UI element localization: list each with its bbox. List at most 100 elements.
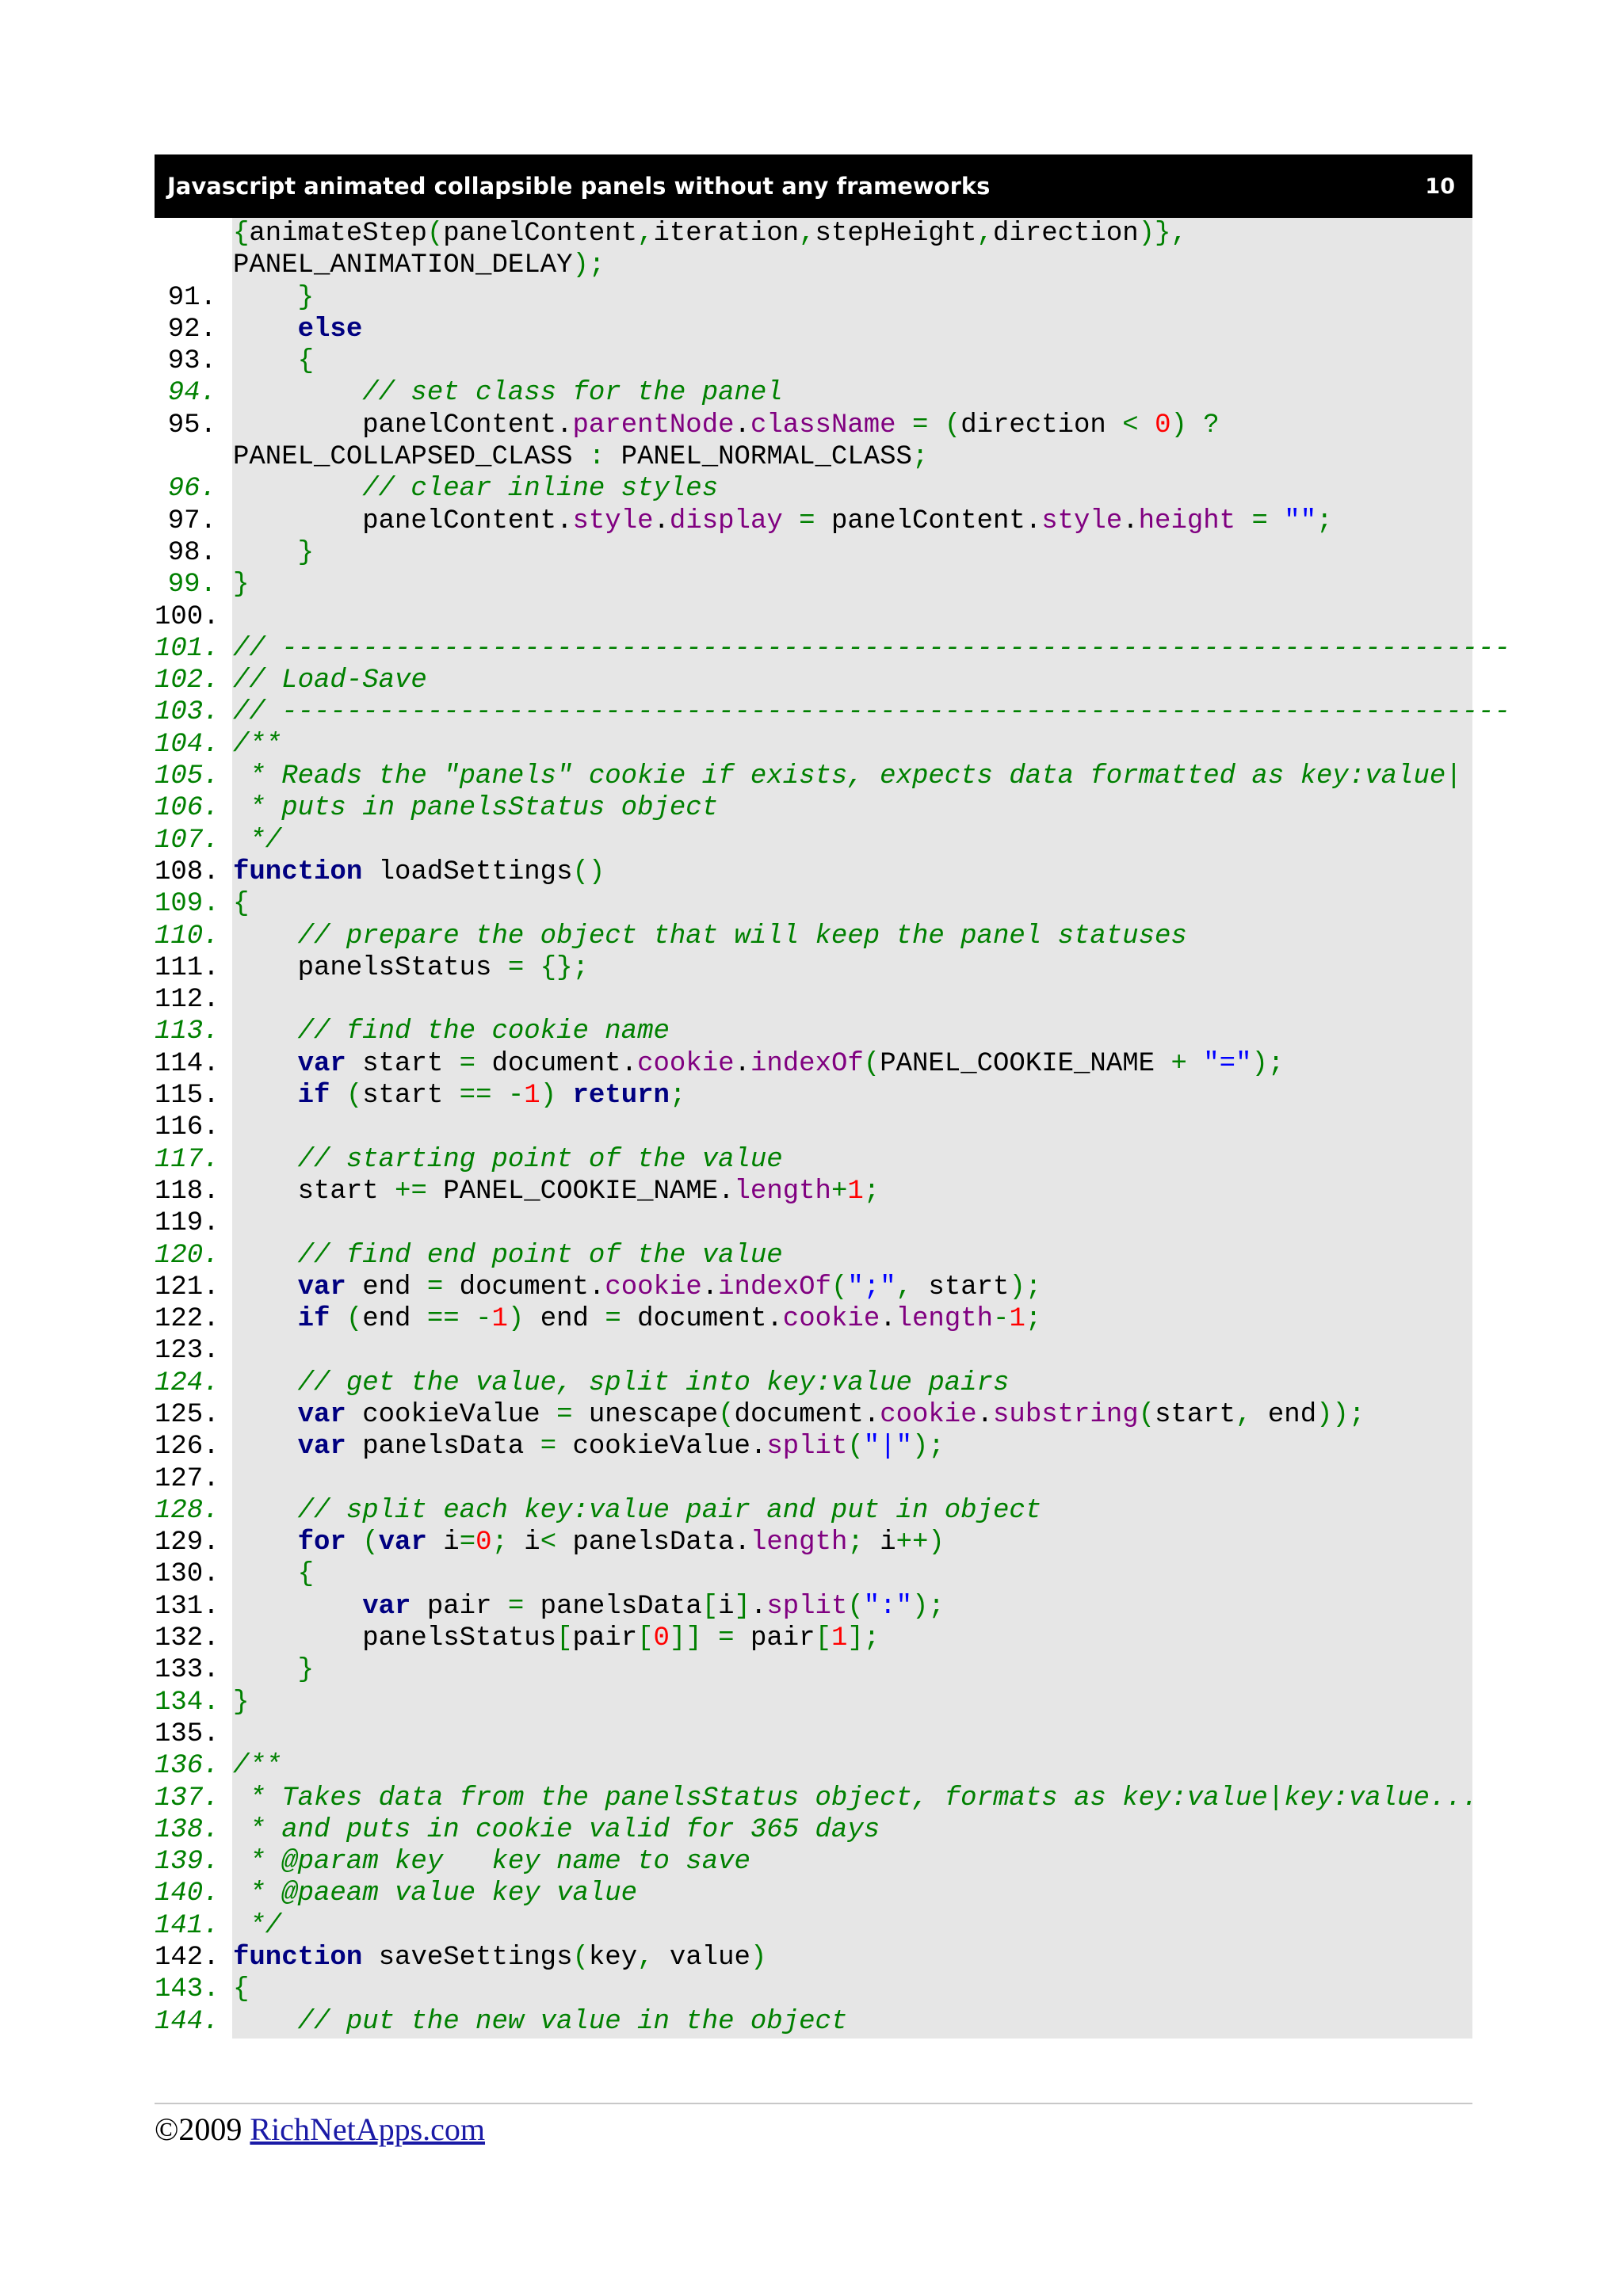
code-line: 122. if (end == -1) end = document.cooki… xyxy=(155,1303,1472,1335)
line-number: 142. xyxy=(155,1943,220,1974)
code-text: // clear inline styles xyxy=(233,474,719,505)
code-line: 104./** xyxy=(155,729,1472,761)
code-text: */ xyxy=(233,825,282,856)
code-text: PANEL_ANIMATION_DELAY); xyxy=(233,250,605,281)
code-line: 117. // starting point of the value xyxy=(155,1144,1472,1176)
code-text: { xyxy=(233,889,250,920)
line-number: 126. xyxy=(155,1432,220,1463)
code-text: // find the cookie name xyxy=(233,1016,670,1047)
code-line: 130. { xyxy=(155,1558,1472,1590)
line-number: 116. xyxy=(155,1112,220,1143)
line-number: 132. xyxy=(155,1623,220,1654)
line-number: 109. xyxy=(155,889,220,920)
code-line: 133. } xyxy=(155,1654,1472,1686)
line-number: 120. xyxy=(155,1240,220,1271)
line-number: 107. xyxy=(155,825,220,856)
line-number: 93. xyxy=(167,346,216,377)
line-number: 114. xyxy=(155,1048,220,1079)
code-text: } xyxy=(297,1655,315,1686)
code-text: var cookieValue = unescape(document.cook… xyxy=(297,1399,1365,1430)
line-number: 113. xyxy=(155,1016,220,1047)
code-text: else xyxy=(297,314,363,345)
line-number: 99. xyxy=(167,570,216,601)
line-number: 100. xyxy=(155,601,220,632)
code-line: 132. panelsStatus[pair[0]] = pair[1]; xyxy=(155,1623,1472,1654)
page-footer: ©2009 RichNetApps.com xyxy=(155,2111,485,2148)
code-text: // set class for the panel xyxy=(233,378,783,409)
line-number: 127. xyxy=(155,1463,220,1494)
code-text: var start = document.cookie.indexOf(PANE… xyxy=(297,1048,1285,1079)
code-text: } xyxy=(233,1687,250,1718)
code-line: 97. panelContent.style.display = panelCo… xyxy=(155,505,1472,537)
code-text: panelsStatus = {}; xyxy=(233,952,589,983)
code-text: var pair = panelsData[i].split(":"); xyxy=(362,1591,945,1622)
line-number: 128. xyxy=(155,1495,220,1526)
code-line: 136./** xyxy=(155,1750,1472,1782)
code-line: 128. // split each key:value pair and pu… xyxy=(155,1495,1472,1527)
line-number: 136. xyxy=(155,1751,220,1782)
code-line: 94. // set class for the panel xyxy=(155,377,1472,409)
code-line: 115. if (start == -1) return; xyxy=(155,1080,1472,1112)
code-line: 141. */ xyxy=(155,1910,1472,1942)
code-line: 127. xyxy=(155,1463,1472,1495)
line-number: 119. xyxy=(155,1208,220,1239)
code-line: 118. start += PANEL_COOKIE_NAME.length+1… xyxy=(155,1176,1472,1207)
code-text: // Load-Save xyxy=(233,666,427,696)
website-link[interactable]: RichNetApps.com xyxy=(250,2111,486,2147)
code-line: 106. * puts in panelsStatus object xyxy=(155,792,1472,824)
line-number: 138. xyxy=(155,1814,220,1845)
line-number: 106. xyxy=(155,793,220,824)
code-text: // -------------------------------------… xyxy=(233,633,1510,664)
line-number: 104. xyxy=(155,729,220,760)
code-line: 119. xyxy=(155,1207,1472,1239)
footer-divider xyxy=(155,2103,1472,2104)
code-line: 109. { xyxy=(155,888,1472,920)
line-number: 122. xyxy=(155,1304,220,1335)
code-text: var panelsData = cookieValue.split("|"); xyxy=(297,1432,945,1463)
line-number: 133. xyxy=(155,1655,220,1686)
code-text: for (var i=0; i< panelsData.length; i++) xyxy=(297,1527,945,1558)
line-number: 117. xyxy=(155,1144,220,1175)
code-line: 99.} xyxy=(155,569,1472,601)
code-line: 139. * @param key key name to save xyxy=(155,1846,1472,1878)
line-number: 125. xyxy=(155,1399,220,1430)
line-number: 102. xyxy=(155,666,220,696)
code-text: var end = document.cookie.indexOf(";", s… xyxy=(297,1272,1042,1302)
page-number: 10 xyxy=(1425,174,1455,199)
code-line: 142.function saveSettings(key, value) xyxy=(155,1942,1472,1974)
code-line: 95. panelContent.parentNode.className = … xyxy=(155,410,1472,441)
line-number: 139. xyxy=(155,1847,220,1878)
code-line: 92. else xyxy=(155,314,1472,345)
line-number: 105. xyxy=(155,761,220,792)
code-line: 138. * and puts in cookie valid for 365 … xyxy=(155,1814,1472,1846)
code-text: if (start == -1) return; xyxy=(297,1081,686,1112)
code-line: 143. { xyxy=(155,1974,1472,2005)
code-line: 129. for (var i=0; i< panelsData.length;… xyxy=(155,1527,1472,1558)
code-line: 96. // clear inline styles xyxy=(155,473,1472,505)
code-line: 101. // ---------------------------------… xyxy=(155,633,1510,665)
code-text: { xyxy=(233,1974,250,2005)
code-text: // prepare the object that will keep the… xyxy=(233,921,1187,952)
code-line: 124. // get the value, split into key:va… xyxy=(155,1367,1472,1399)
line-number: 101. xyxy=(155,633,220,664)
page-header: Javascript animated collapsible panels w… xyxy=(155,154,1472,218)
code-text: { xyxy=(297,346,315,377)
code-line: 137. * Takes data from the panelsStatus … xyxy=(155,1783,1478,1814)
line-number: 110. xyxy=(155,921,220,952)
code-text: PANEL_COLLAPSED_CLASS : PANEL_NORMAL_CLA… xyxy=(233,442,929,473)
code-line: 131. var pair = panelsData[i].split(":")… xyxy=(155,1591,1472,1623)
line-number: 91. xyxy=(167,282,216,313)
copyright-text: ©2009 xyxy=(155,2111,250,2147)
code-line: 93. { xyxy=(155,345,1472,377)
code-text: } xyxy=(233,570,250,601)
code-line: 135. xyxy=(155,1718,1472,1750)
line-number: 143. xyxy=(155,1974,220,2005)
code-listing: {animateStep(panelContent,iteration,step… xyxy=(155,218,1510,2038)
code-text: } xyxy=(297,282,315,313)
code-text: // split each key:value pair and put in … xyxy=(233,1495,1042,1526)
code-text: } xyxy=(297,537,315,568)
code-text: * @param key key name to save xyxy=(233,1847,750,1878)
code-text: * Takes data from the panelsStatus objec… xyxy=(233,1783,1479,1814)
line-number: 144. xyxy=(155,2006,220,2037)
code-text: panelsStatus[pair[0]] = pair[1]; xyxy=(233,1623,880,1654)
